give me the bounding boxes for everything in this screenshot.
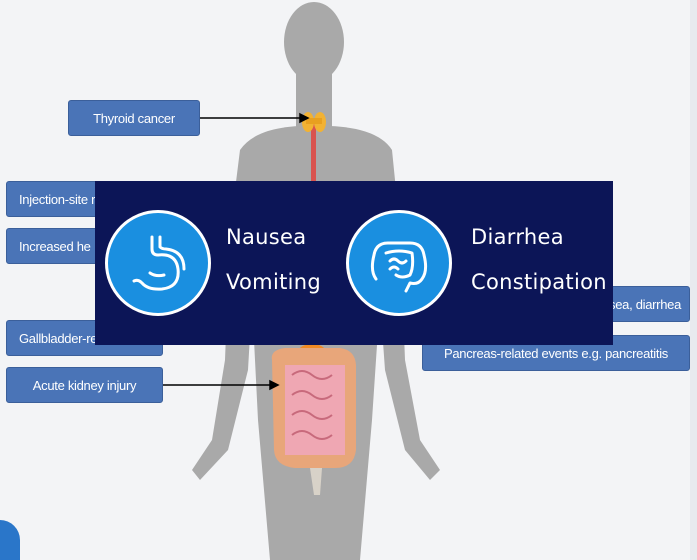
symptoms-banner: Nausea Vomiting Diarrhea Constipation [95,181,613,345]
label-acute-kidney-injury: Acute kidney injury [6,367,163,403]
label-thyroid-cancer: Thyroid cancer [68,100,200,136]
constipation-text: Constipation [471,270,607,294]
diarrhea-text: Diarrhea [471,225,564,249]
stomach-icon [105,210,211,316]
intestine-icon [346,210,452,316]
vomiting-text: Vomiting [226,270,321,294]
nausea-text: Nausea [226,225,306,249]
